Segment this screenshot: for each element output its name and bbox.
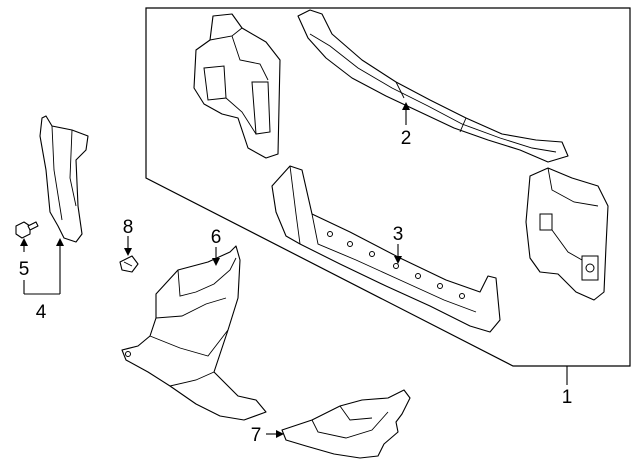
splash-shield-rear [281,389,411,459]
callout-8: 8 [123,217,134,238]
lower-tie-bar [271,165,501,333]
upper-tie-bar [297,9,569,163]
callout-6: 6 [211,227,222,248]
splash-shield-front [121,245,267,421]
callout-2: 2 [401,128,412,149]
callout-3: 3 [393,224,404,245]
assembly-frame [145,7,631,367]
callout-5: 5 [19,259,30,280]
air-deflector [39,115,89,243]
callout-4: 4 [36,302,47,323]
right-side-panel [525,167,609,301]
callout-7: 7 [251,425,262,446]
left-side-panel [193,13,281,159]
callout-1: 1 [562,387,573,408]
bolt [15,221,39,239]
clip [119,255,139,273]
